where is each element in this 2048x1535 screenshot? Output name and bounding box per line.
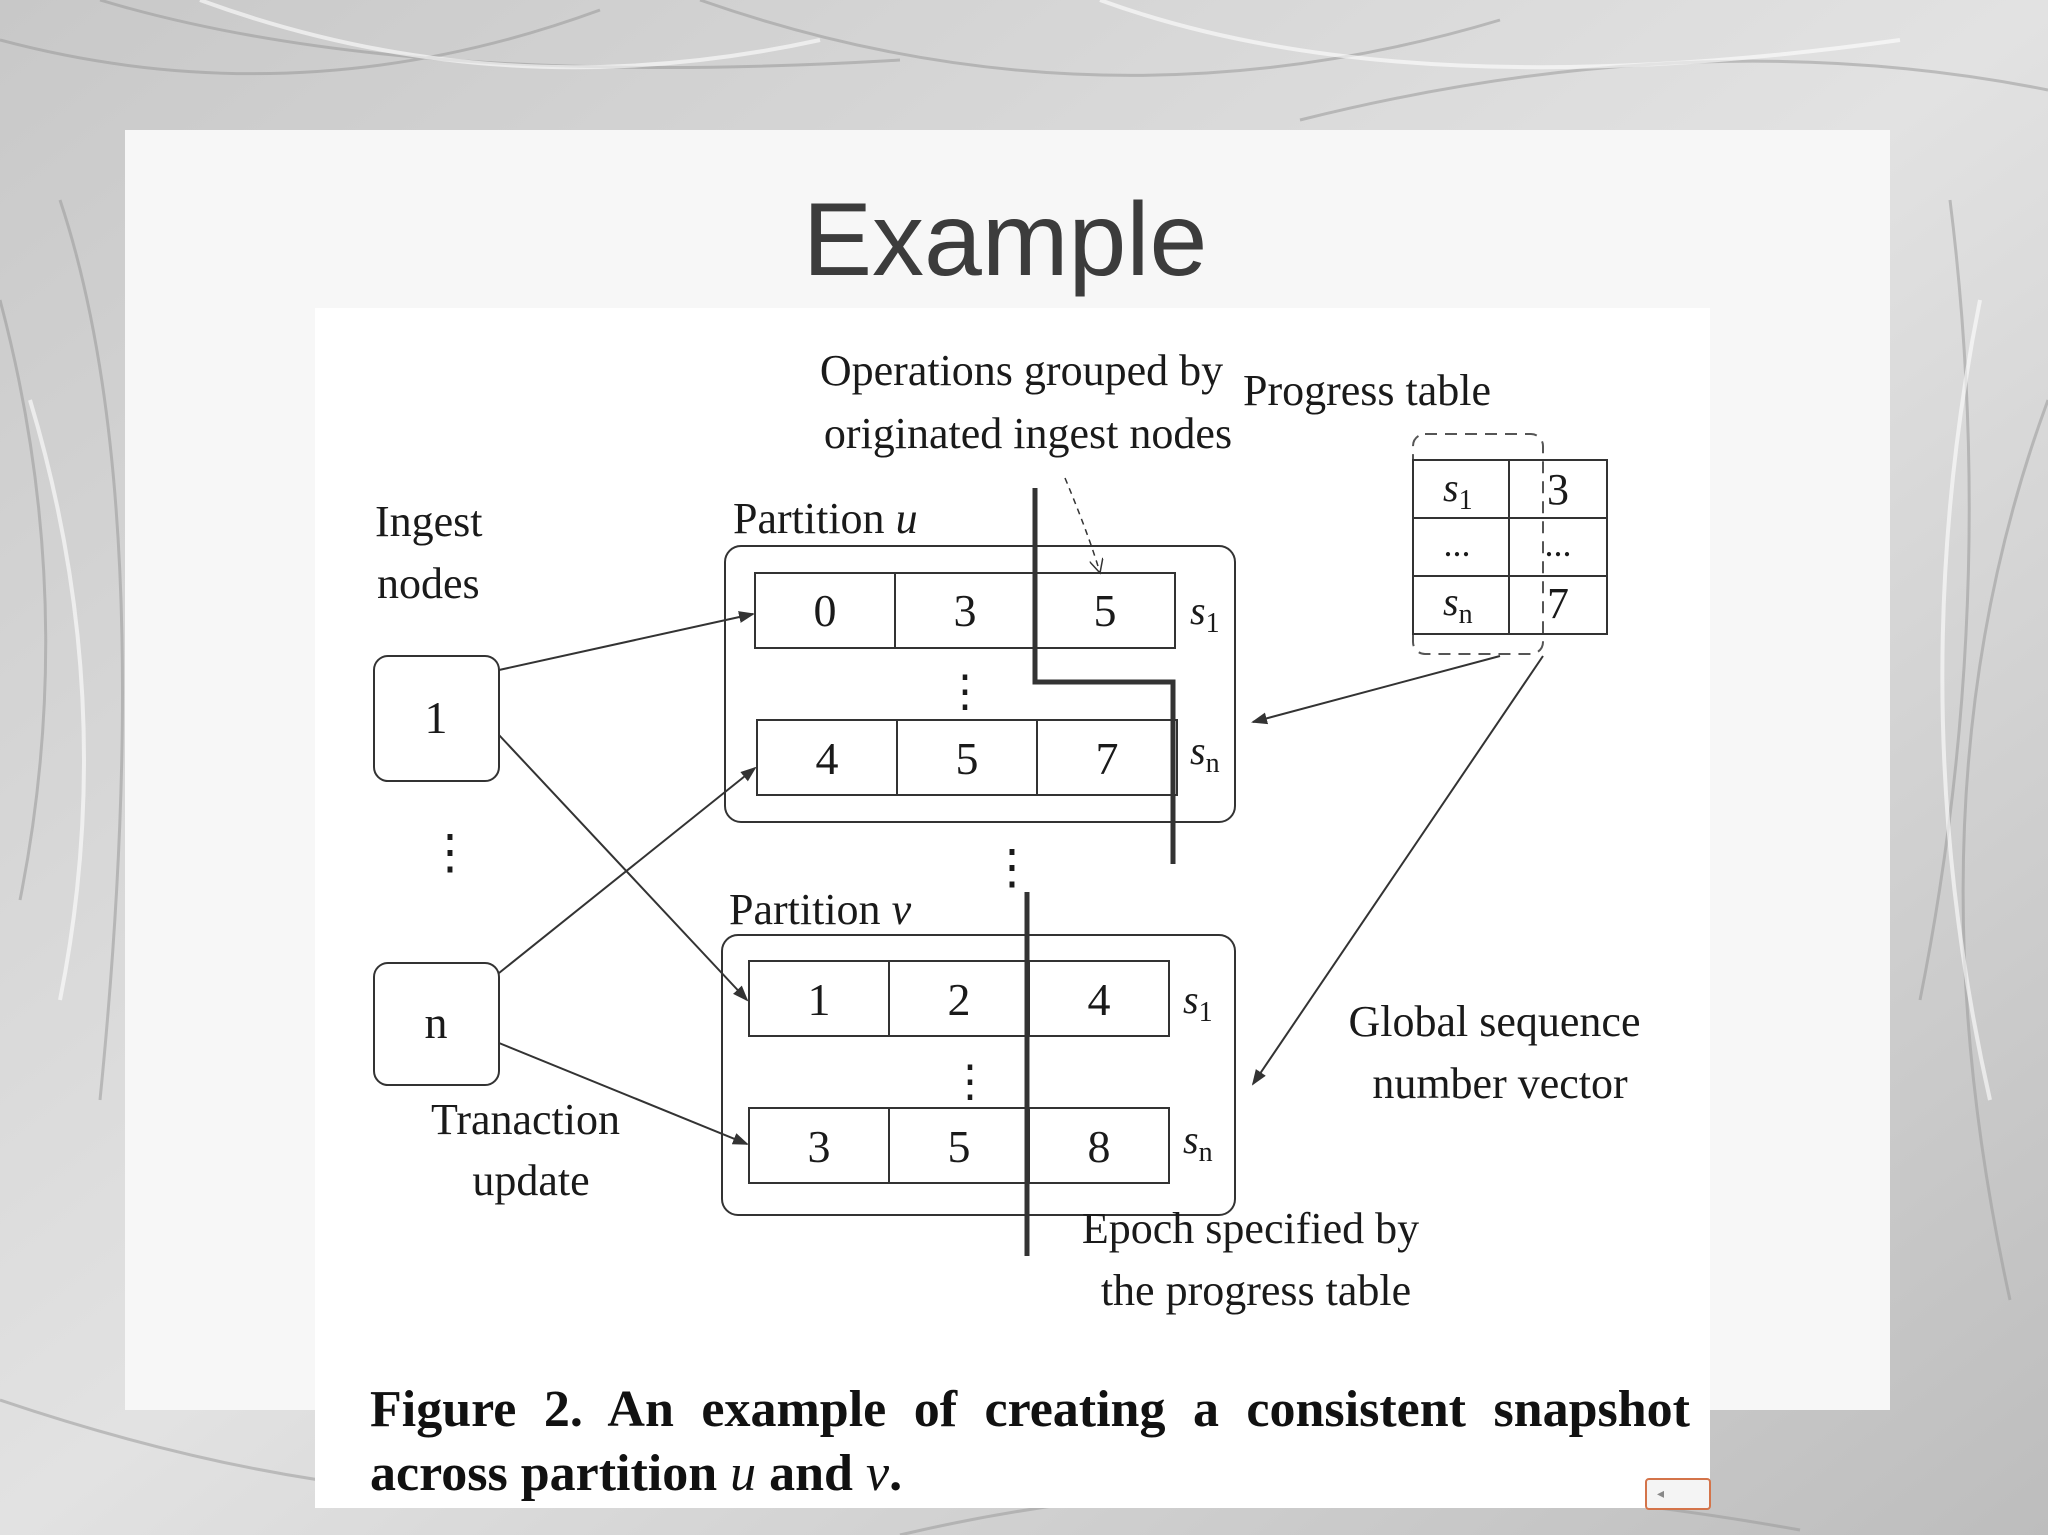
cell-value: 4 [816,733,839,784]
progress-value: ... [1545,524,1572,564]
cell-value: 3 [808,1121,831,1172]
operations-pointer-arrow [1064,477,1100,573]
progress-column-highlight [1412,433,1544,655]
row-dots: ⋮ [943,667,987,716]
sn-label: sn [1190,728,1220,779]
partitions-dots: ⋮ [988,841,1036,894]
scrollbar-thumb[interactable]: ◂ [1645,1478,1711,1510]
partition-v-label: Partition v [729,885,912,934]
figure: Ingest nodes Operations grouped by origi… [315,308,1710,1508]
progress-table-label: Progress table [1243,366,1491,415]
progress-key: ... [1444,524,1471,564]
global-sequence-label: Global sequence number vector [1349,997,1652,1108]
progress-table: s1 3 ... ... sn 7 [1412,433,1608,655]
s1-label: s1 [1183,977,1213,1028]
s1-label: s1 [1190,588,1220,639]
cell-value: 5 [948,1121,971,1172]
ingest-node-dots: ⋮ [426,826,474,879]
epoch-line-u [1032,488,1176,864]
progress-value: 3 [1547,465,1569,514]
partition-u-label: Partition u [733,494,918,543]
cell-value: 7 [1096,733,1119,784]
ingest-node-1-label: 1 [425,692,448,743]
ingest-node-n-label: n [425,997,448,1048]
sn-label: sn [1183,1117,1213,1168]
partition-u-row-s1: 0 3 5 [754,572,1176,649]
ingest-arrows [498,611,757,1145]
ingest-node-n [373,962,500,1086]
cell-value: 4 [1088,974,1111,1025]
progress-arrows [1251,655,1544,1086]
chevron-left-icon: ◂ [1657,1485,1665,1501]
partition-v-box [721,934,1236,1216]
partition-v-row-s1: 1 2 4 [748,960,1170,1037]
cell-value: 3 [954,585,977,636]
operations-label: Operations grouped by originated ingest … [820,346,1234,458]
progress-value: 7 [1547,579,1569,628]
cell-value: 0 [814,585,837,636]
partition-v-row-sn: 3 5 8 [748,1107,1170,1184]
cell-value: 5 [1094,585,1117,636]
figure-caption: Figure 2. An example of creating a consi… [370,1381,1690,1502]
cell-value: 5 [956,733,979,784]
ingest-nodes-label: Ingest nodes [375,497,494,608]
epoch-label: Epoch specified by the progress table [1082,1204,1430,1315]
snapshot-diagram: Ingest nodes Operations grouped by origi… [373,346,1652,1315]
progress-key: s1 [1443,465,1473,516]
cell-value: 1 [808,974,831,1025]
partition-u-row-sn: 4 5 7 [756,719,1178,796]
partition-u-box [724,545,1236,823]
progress-key: sn [1443,579,1473,630]
ingest-node-1 [373,655,500,782]
transaction-update-label: Tranaction update [431,1095,631,1205]
slide-title: Example [802,182,1208,298]
row-dots: ⋮ [948,1057,992,1106]
cell-value: 2 [948,974,971,1025]
cell-value: 8 [1088,1121,1111,1172]
